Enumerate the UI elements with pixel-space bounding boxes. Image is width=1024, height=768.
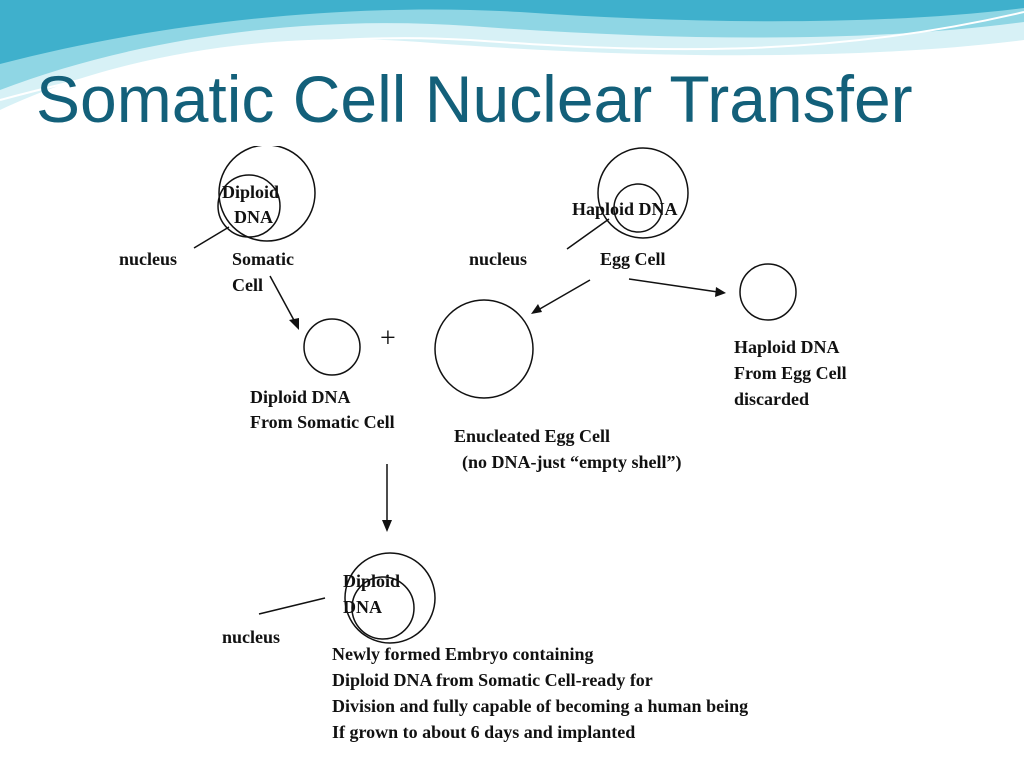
somatic-nucleus-pointer [193,226,230,249]
somatic-dna-label-line1: Diploid [222,182,280,202]
somatic-cell-label-line1: Somatic [232,249,294,269]
haploid-discarded-line2: From Egg Cell [734,363,847,383]
embryo-nucleus-pointer [258,597,326,615]
embryo-nucleus-label: nucleus [222,627,281,647]
plus-sign: + [380,323,396,354]
embryo-dna-label-line2: DNA [343,597,382,617]
somatic-cell-circle [218,146,316,242]
arrow-egg-to-enucleated [537,279,591,311]
diploid-dna-circle [303,318,361,376]
wave-line [0,11,1024,101]
egg-nucleus-circle [613,183,663,233]
egg-nucleus-pointer [566,218,610,250]
embryo-nucleus-circle [351,576,415,640]
somatic-nucleus-circle [217,174,281,238]
arrowhead-egg-to-enucleated [531,304,542,314]
embryo-circle [344,552,436,644]
embryo-dna-label-line1: Diploid [343,571,401,591]
somatic-dna-label-line2: DNA [234,207,273,227]
embryo-desc-line3: Division and fully capable of becoming a… [332,696,749,716]
diploid-from-somatic-line1: Diploid DNA [250,387,351,407]
arrow-egg-to-discarded [628,278,719,293]
enucleated-label-line1: Enucleated Egg Cell [454,426,610,446]
embryo-desc-line2: Diploid DNA from Somatic Cell-ready for [332,670,653,690]
diagram-graphics [193,146,797,644]
arrowhead-egg-to-discarded [715,287,726,297]
embryo-desc-line1: Newly formed Embryo containing [332,644,594,664]
egg-cell-circle [597,147,689,239]
enucleated-egg-circle [434,299,534,399]
background-wave [0,0,1024,110]
haploid-discarded-line3: discarded [734,389,810,409]
diploid-from-somatic-line2: From Somatic Cell [250,412,395,432]
egg-dna-label: Haploid DNA [572,199,678,219]
haploid-discarded-circle [739,263,797,321]
arrowhead-down-to-embryo [382,520,392,532]
wave-dark-band [0,0,1024,64]
egg-nucleus-label: nucleus [469,249,528,269]
slide-title: Somatic Cell Nuclear Transfer [36,62,913,136]
somatic-nucleus-label: nucleus [119,249,178,269]
arrow-somatic-to-diploid [269,275,297,325]
somatic-cell-label-line2: Cell [232,275,263,295]
wave-mid-band [0,0,1024,90]
enucleated-label-line2: (no DNA-just “empty shell”) [462,452,682,472]
egg-cell-label: Egg Cell [600,249,666,269]
arrowhead-somatic-to-diploid [289,318,299,330]
embryo-desc-line4: If grown to about 6 days and implanted [332,722,636,742]
haploid-discarded-line1: Haploid DNA [734,337,840,357]
scnt-diagram: Diploid DNA nucleus Somatic Cell Haploid… [118,146,870,750]
